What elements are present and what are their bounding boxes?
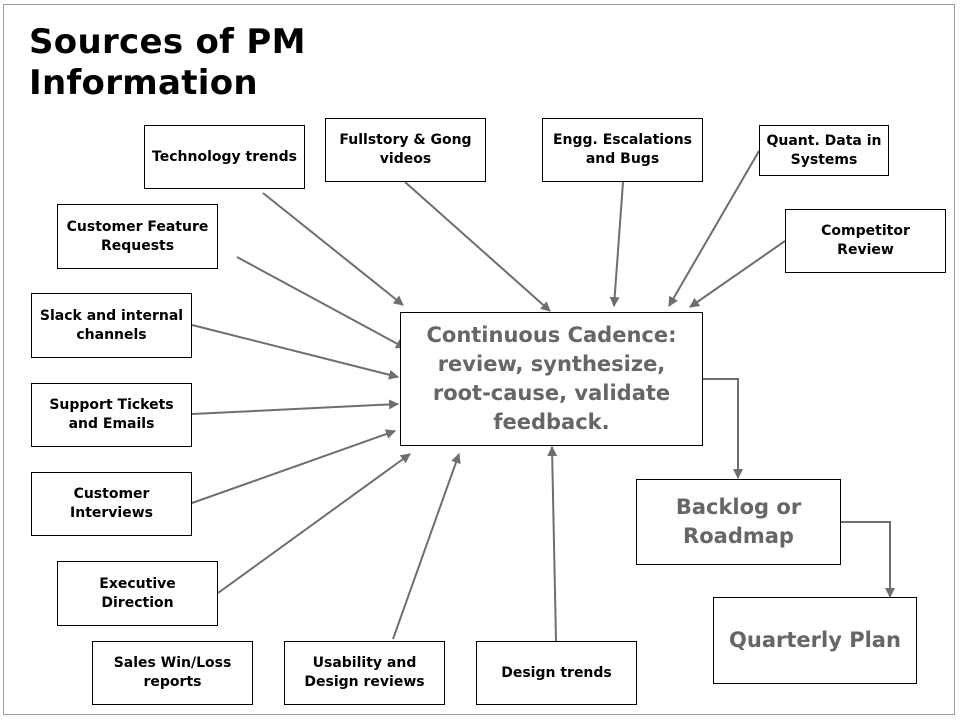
process-quarterly-plan: Quarterly Plan [713, 597, 917, 684]
source-competitor-review: Competitor Review [785, 209, 946, 273]
process-backlog-roadmap: Backlog or Roadmap [636, 479, 841, 565]
source-usability-design-reviews: Usability and Design reviews [284, 641, 445, 705]
source-support-tickets: Support Tickets and Emails [31, 383, 192, 447]
source-sales-win-loss: Sales Win/Loss reports [92, 641, 253, 705]
source-design-trends: Design trends [476, 641, 637, 705]
source-quant-data: Quant. Data in Systems [759, 125, 889, 176]
source-engg-escalations: Engg. Escalations and Bugs [542, 118, 703, 182]
source-executive-direction: Executive Direction [57, 561, 218, 626]
source-fullstory-gong: Fullstory & Gong videos [325, 118, 486, 182]
page-title: Sources of PM Information [29, 22, 306, 103]
source-customer-interviews: Customer Interviews [31, 472, 192, 536]
process-continuous-cadence: Continuous Cadence: review, synthesize, … [400, 312, 703, 446]
source-technology-trends: Technology trends [144, 125, 305, 189]
source-customer-feature-requests: Customer Feature Requests [57, 204, 218, 269]
source-slack-internal: Slack and internal channels [31, 293, 192, 358]
